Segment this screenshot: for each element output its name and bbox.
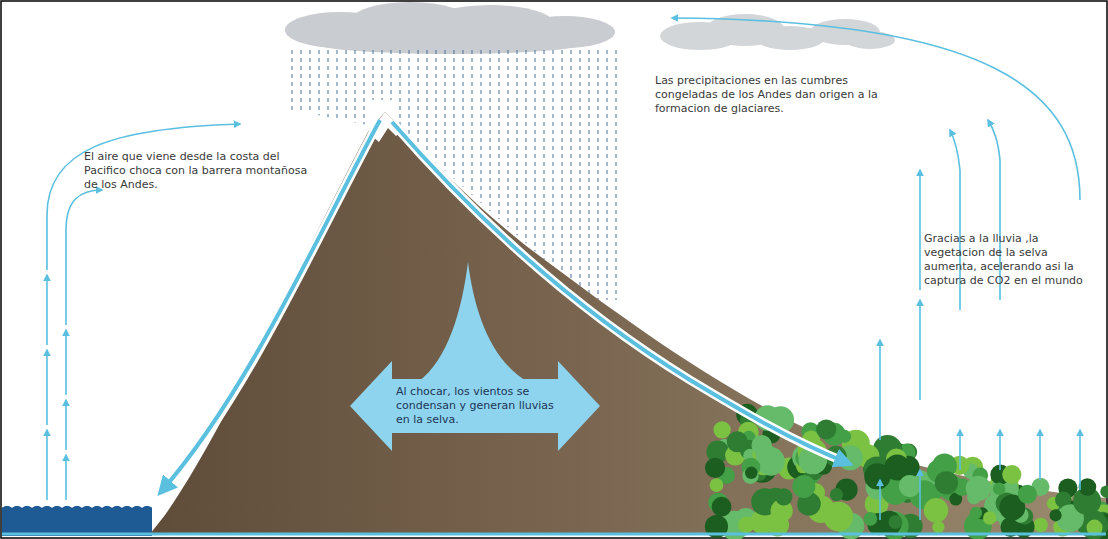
condensation-fan: [418, 262, 528, 382]
foliage: [823, 502, 853, 532]
wave: [2, 505, 152, 507]
note-text: Gracias a la lluvia ,la vegetacion de la…: [924, 232, 1096, 288]
foliage: [1033, 518, 1048, 533]
arrow-text: Al chocar, los vientos se condensan y ge…: [396, 385, 554, 427]
foliage: [966, 476, 991, 501]
foliage: [792, 475, 815, 498]
foliage: [1002, 465, 1021, 484]
foliage: [1049, 509, 1061, 521]
foliage: [983, 511, 997, 525]
cloud: [660, 14, 895, 50]
foliage: [970, 507, 982, 519]
foliage: [705, 458, 725, 478]
foliage: [775, 488, 792, 505]
sea: [2, 506, 152, 536]
foliage: [727, 431, 748, 452]
foliage: [932, 521, 944, 533]
double-arrow: Al chocar, los vientos se condensan y ge…: [350, 361, 600, 451]
foliage: [713, 421, 730, 438]
foliage: [816, 419, 836, 439]
foliage: [712, 497, 732, 517]
ground-line: [2, 533, 1106, 536]
foliage: [924, 498, 948, 522]
foliage: [1018, 485, 1037, 504]
foliage: [745, 467, 758, 480]
foliage: [710, 478, 724, 492]
foliage: [935, 471, 958, 494]
foliage: [889, 515, 903, 529]
foliage: [1079, 478, 1097, 496]
foliage: [1100, 486, 1108, 498]
cloud: [285, 2, 615, 54]
note-text: El aire que viene desde la costa del Pac…: [84, 150, 309, 192]
foliage: [830, 488, 843, 501]
double-arrow-fill: [350, 361, 600, 451]
foliage: [993, 483, 1006, 496]
slope-flow: [392, 122, 845, 462]
foliage: [864, 463, 890, 489]
foliage: [864, 512, 878, 526]
foliage: [899, 475, 921, 497]
foliage: [838, 430, 851, 443]
foliage: [755, 444, 776, 465]
note-text: Las precipitaciones en las cumbres conge…: [655, 74, 895, 116]
